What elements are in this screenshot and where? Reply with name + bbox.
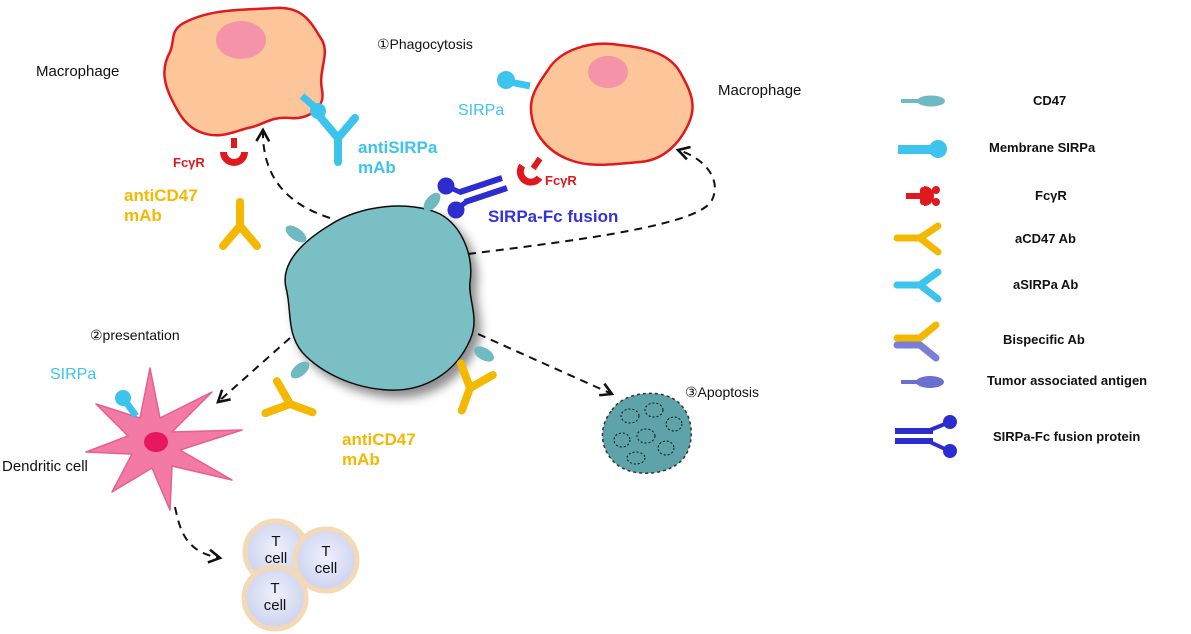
arrow-dendritic-to-tcells bbox=[174, 506, 223, 564]
anti-sirpa-antibody bbox=[321, 118, 355, 162]
legend-label-tumor-antigen: Tumor associated antigen bbox=[987, 373, 1148, 388]
macrophage-right-label: Macrophage bbox=[718, 82, 802, 99]
anti-cd47-mab-bottom-line1: antiCD47 bbox=[342, 430, 416, 449]
legend-label-bispecific-ab: Bispecific Ab bbox=[1003, 332, 1085, 347]
arrow-tumor-to-right-macrophage bbox=[467, 145, 716, 255]
fcyr-right-label: FcγR bbox=[545, 173, 577, 188]
macrophage-left bbox=[163, 6, 327, 137]
sirpa-fc-fusion-icon bbox=[895, 415, 957, 458]
anti-sirpa-mab-line1: antiSIRPa bbox=[358, 138, 438, 157]
cd47-molecules bbox=[285, 192, 494, 379]
legend-label-asirpa-ab: aSIRPa Ab bbox=[1013, 277, 1079, 292]
anti-cd47-mab-top-label: antiCD47 mAb bbox=[124, 186, 198, 225]
t-cell-bottom bbox=[241, 564, 309, 632]
phagocytosis-label: ①Phagocytosis bbox=[377, 36, 473, 52]
t-cell-label-1-line2: cell bbox=[264, 550, 288, 568]
acd47-antibody-icon bbox=[893, 222, 942, 256]
dendritic-cell-label: Dendritic cell bbox=[2, 458, 88, 475]
fcyr-right bbox=[516, 156, 543, 186]
fcyr-icon bbox=[906, 186, 940, 206]
tumor-antigen-icon bbox=[901, 376, 944, 388]
macrophage-left-nucleus bbox=[216, 21, 266, 59]
apoptotic-cell bbox=[601, 392, 692, 474]
macrophage-left-label: Macrophage bbox=[36, 63, 120, 80]
t-cell-label-2: T cell bbox=[306, 543, 346, 578]
t-cell-right bbox=[292, 526, 360, 594]
anti-cd47-mab-bottom-label: antiCD47 mAb bbox=[342, 430, 416, 469]
membrane-sirpa-dendritic bbox=[115, 390, 139, 419]
anti-sirpa-mab-label: antiSIRPa mAb bbox=[358, 138, 437, 177]
cd47-upper-left bbox=[285, 225, 307, 243]
t-cell-label-3-line2: cell bbox=[263, 597, 287, 615]
legend-label-membrane-sirpa: Membrane SIRPa bbox=[989, 140, 1096, 155]
legend-label-acd47-ab: aCD47 Ab bbox=[1015, 231, 1076, 246]
t-cell-label-1-line1: T bbox=[271, 533, 281, 550]
bispecific-antibody-icon bbox=[893, 321, 940, 362]
t-cell-label-3-line1: T bbox=[270, 580, 280, 597]
dendritic-cell bbox=[85, 367, 243, 511]
t-cell-label-2-line1: T bbox=[321, 543, 331, 560]
macrophage-right-nucleus bbox=[588, 56, 628, 88]
legend-icons bbox=[893, 95, 957, 458]
anti-cd47-mab-top-line2: mAb bbox=[124, 205, 162, 225]
arrow-tumor-to-dendritic bbox=[216, 337, 291, 404]
anti-cd47-antibody-bottom-right bbox=[446, 363, 493, 416]
anti-sirpa-mab-line2: mAb bbox=[358, 157, 396, 177]
arrow-tumor-to-left-macrophage bbox=[255, 127, 331, 219]
t-cells bbox=[241, 518, 360, 632]
cd47-lower-left bbox=[290, 361, 310, 379]
legend-label-fcyr: FcγR bbox=[1035, 188, 1067, 203]
interaction-arrows bbox=[174, 127, 716, 564]
cd47-upper-right bbox=[423, 192, 441, 212]
anti-cd47-antibody-bottom-left bbox=[265, 381, 318, 428]
legend-label-sirpa-fc-fusion: SIRPa-Fc fusion protein bbox=[993, 429, 1141, 444]
arrow-tumor-to-apoptosis bbox=[477, 333, 615, 397]
fcyr-left bbox=[220, 138, 248, 166]
sirpa-fc-fusion-label: SIRPa-Fc fusion bbox=[488, 207, 619, 226]
sirpa-fc-fusion-protein bbox=[437, 175, 508, 219]
presentation-label: ②presentation bbox=[90, 327, 180, 343]
asirpa-antibody-icon bbox=[893, 268, 942, 303]
anti-cd47-mab-bottom-line2: mAb bbox=[342, 449, 380, 469]
membrane-sirpa-icon bbox=[898, 140, 947, 158]
fcyr-left-label: FcγR bbox=[173, 155, 205, 170]
t-cell-label-3: T cell bbox=[255, 580, 295, 615]
anti-cd47-antibody-top bbox=[223, 202, 257, 246]
sirpa-dendritic-label: SIRPa bbox=[50, 366, 97, 383]
cd47-icon bbox=[901, 95, 945, 107]
anti-cd47-mab-top-line1: antiCD47 bbox=[124, 186, 198, 205]
legend-label-cd47: CD47 bbox=[1033, 93, 1067, 108]
membrane-sirpa-right bbox=[497, 71, 531, 90]
sirpa-macrophage-label: SIRPa bbox=[458, 102, 505, 119]
apoptosis-label: ③Apoptosis bbox=[685, 384, 760, 400]
tumor-cell bbox=[284, 205, 475, 391]
macrophage-right bbox=[529, 42, 694, 167]
t-cell-label-2-line2: cell bbox=[314, 560, 338, 578]
cd47-lower-right bbox=[474, 346, 494, 362]
t-cell-label-1: T cell bbox=[256, 533, 296, 568]
